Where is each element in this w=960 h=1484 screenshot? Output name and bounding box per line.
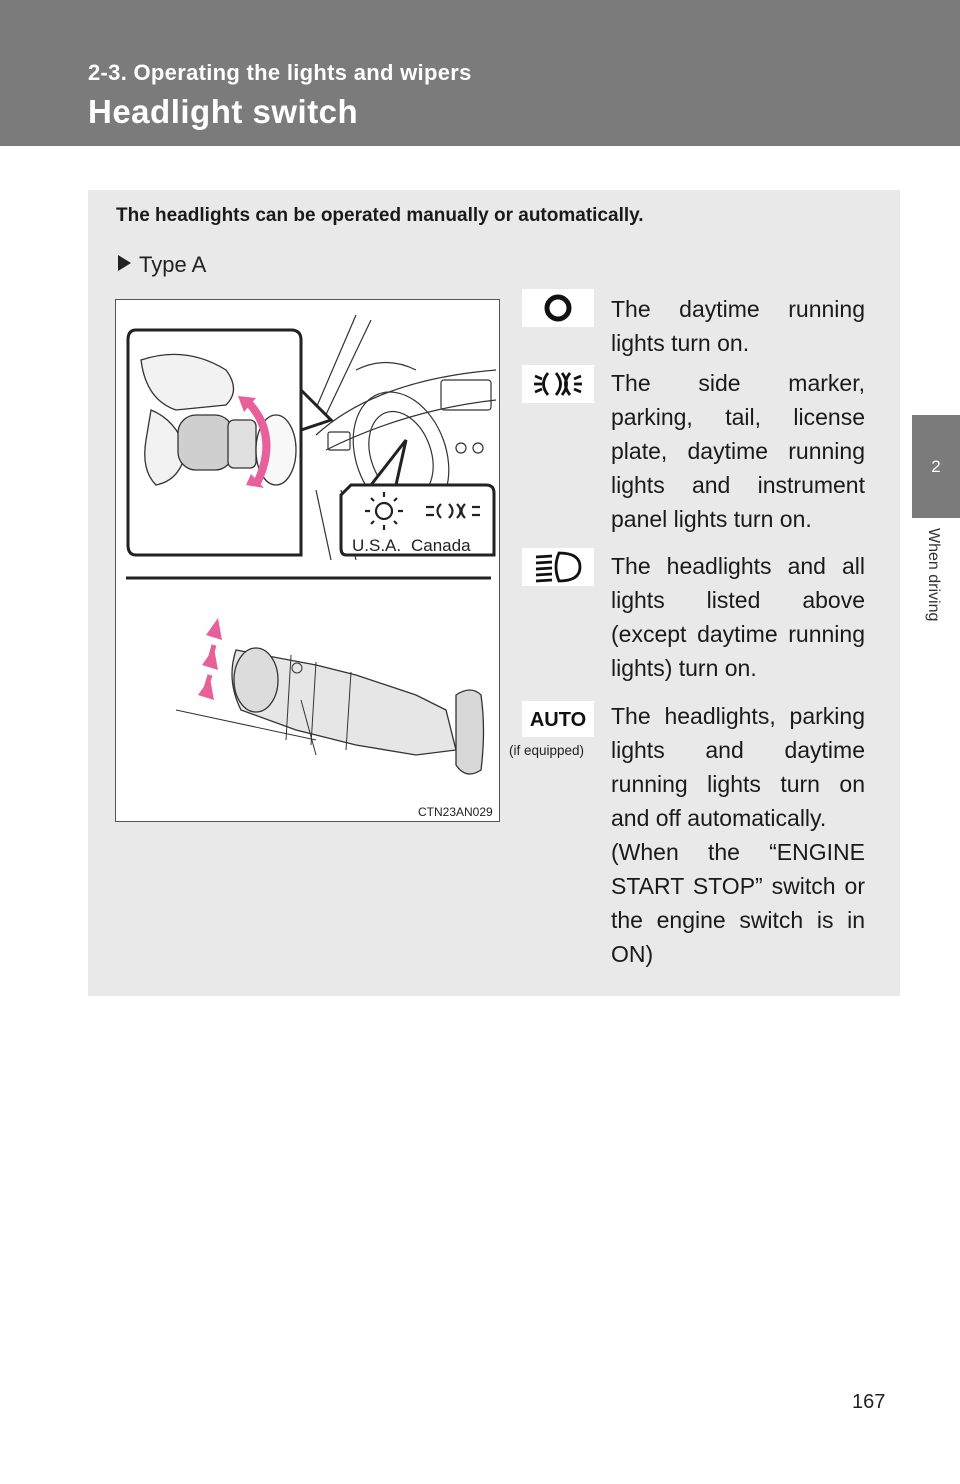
auto-icon: AUTO (522, 701, 594, 737)
label-usa: U.S.A. (352, 536, 402, 555)
type-label-text: Type A (139, 252, 207, 277)
daytime-running-light-icon (522, 289, 594, 327)
illustration-drawing (126, 314, 497, 775)
intro-text: The headlights can be operated manually … (116, 205, 644, 226)
item-description: The headlights and all lights listed abo… (611, 553, 865, 681)
page-header: 2-3. Operating the lights and wipers Hea… (0, 0, 960, 146)
headlight-switch-illustration: U.S.A. Canada CTN23AN029 (115, 299, 500, 822)
chapter-label: When driving (925, 528, 942, 622)
type-label: Type A (118, 252, 206, 278)
auto-icon-text: AUTO (530, 709, 586, 731)
item-note: (When the “ENGINE START STOP” switch or … (611, 839, 865, 967)
chapter-tab: 2 (912, 415, 960, 518)
item-description: The side marker, parking, tail, license … (611, 370, 865, 532)
label-canada: Canada (411, 536, 471, 555)
page-title: Headlight switch (88, 93, 359, 130)
item-description: The daytime running lights turn on. (611, 296, 865, 356)
page-number: 167 (852, 1391, 886, 1413)
headlight-icon (522, 548, 594, 586)
if-equipped-note: (if equipped) (509, 743, 585, 758)
triangle-bullet-icon (118, 255, 131, 271)
figure-code: CTN23AN029 (418, 805, 493, 819)
section-title: 2-3. Operating the lights and wipers (88, 60, 472, 85)
side-marker-light-icon (522, 365, 594, 403)
item-description: The headlights, parking lights and dayti… (611, 703, 865, 831)
